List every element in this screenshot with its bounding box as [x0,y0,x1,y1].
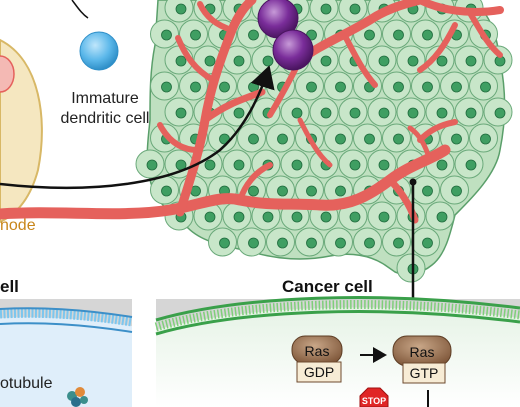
tumor-cell-nucleus [364,237,375,249]
left-panel-title: ell [0,277,19,296]
tumor-cell-nucleus [364,133,375,145]
tumor-cell-nucleus [204,55,216,67]
tumor-cell-nucleus [335,81,346,93]
tumor-cell-nucleus [306,185,317,197]
tumor-cell-nucleus [393,133,404,145]
left-cell-panel [0,299,133,407]
tumor-cell-nucleus [349,159,361,171]
migration-arrow [0,65,275,190]
tumor-cell-nucleus [422,29,433,41]
tumor-cell-nucleus [465,55,477,67]
mature-dendritic-cell-icon [272,29,314,71]
tumor-cell-nucleus [175,107,187,119]
cancer-cell-title: Cancer cell [282,277,373,296]
tumor-cell-nucleus [277,237,288,249]
tumor-cell-nucleus [378,107,390,119]
tumor-cell-nucleus [291,107,303,119]
tumor-cell-nucleus [306,81,317,93]
blood-vessels [0,0,504,224]
tumor-cell-nucleus [422,237,433,249]
tumor-cell-nucleus [233,55,245,67]
lymph-node [0,38,43,224]
tumor-cell-nucleus [320,107,332,119]
tumor-cell-nucleus [364,29,375,41]
connector-line [71,0,89,19]
tumor-cell-nucleus [378,159,390,171]
tumor-cell-nucleus [422,185,433,197]
tumor-cell-nucleus [190,81,201,93]
tumor-cell-nucleus [219,237,230,249]
tumor-cell-nucleus [407,107,419,119]
gtp-label: GTP [410,365,439,381]
tumor-cell-nucleus [378,55,390,67]
tumor-cell-nucleus [393,29,404,41]
tumor-cell-nucleus [291,159,303,171]
tumor-cell-nucleus [480,81,491,93]
ras-label-1: Ras [305,343,330,359]
tumor-cell-nucleus [204,159,216,171]
tumor-cell-nucleus [335,237,346,249]
tumor-cell-nucleus [248,185,259,197]
tumor-cell-nucleus [248,237,259,249]
tumor-cell-nucleus [161,81,172,93]
tumor-cell-nucleus [320,3,332,15]
tumor-cell-nucleus [320,55,332,67]
tumor-cell-nucleus [393,237,404,249]
tumor-cell-nucleus [436,159,448,171]
tumor-cell-nucleus [436,55,448,67]
tumor-cell-nucleus [161,185,172,197]
microtubule-label: otubule [0,375,53,392]
tumor-cell-nucleus [335,185,346,197]
tumor-cell-nucleus [422,81,433,93]
tumor-cell-nucleus [291,211,303,223]
immature-dendritic-cell-label-line1: Immature [71,90,139,107]
gdp-label: GDP [304,364,334,380]
tumor-cell-nucleus [393,81,404,93]
tumor-cell-nucleus [320,211,332,223]
tumor-cell-nucleus [451,81,462,93]
immature-dendritic-cell-icon [79,31,119,71]
tumor-cell-nucleus [219,81,230,93]
tumor-cell-nucleus [465,107,477,119]
tumor-cell-nucleus [248,133,259,145]
tumor-cell-nucleus [378,211,390,223]
tumor-cell-nucleus [465,159,477,171]
ras-gdp-complex: Ras GDP [291,335,343,383]
lymph-node-label: node [0,217,36,234]
tumor-cell-nucleus [204,211,216,223]
ras-label-2: Ras [410,344,435,360]
microtubule-icon [67,387,88,407]
tumor-cell-nucleus [349,211,361,223]
tumor-cell-nucleus [233,211,245,223]
tumor-cell-nucleus [175,55,187,67]
tumor-cell-nucleus [451,133,462,145]
tumor-cell-nucleus [161,29,172,41]
tumor-cell-nucleus [262,55,274,67]
tumor-cell-nucleus [335,133,346,145]
tumor-cell-nucleus [190,29,201,41]
tumor-cell-nucleus [436,107,448,119]
tumor-cell-nucleus [436,211,448,223]
tumor-cell-nucleus [407,55,419,67]
tumor-cell-nucleus [277,185,288,197]
ras-gtp-complex: Ras GTP [392,335,452,384]
tumor-cell-nucleus [494,107,506,119]
tumor-cell-nucleus [262,211,274,223]
stop-sign-icon: STOP [359,387,389,407]
tumor-cell-nucleus [306,237,317,249]
tumor-cell-nucleus [146,159,158,171]
tumor-cell-nucleus [175,3,187,15]
tumor-cell-nucleus [480,133,491,145]
tumor-cell-nucleus [233,159,245,171]
tumor-cell-nucleus [451,185,462,197]
tumor-cell-nucleus [277,133,288,145]
tumor-cell-nucleus [349,107,361,119]
tumor-cell-nucleus [248,29,259,41]
tumor-cell-nucleus [233,107,245,119]
stop-label: STOP [362,396,386,406]
immature-dendritic-cell-label-line2: dendritic cell [61,110,150,127]
tumor-cell-nucleus [349,3,361,15]
